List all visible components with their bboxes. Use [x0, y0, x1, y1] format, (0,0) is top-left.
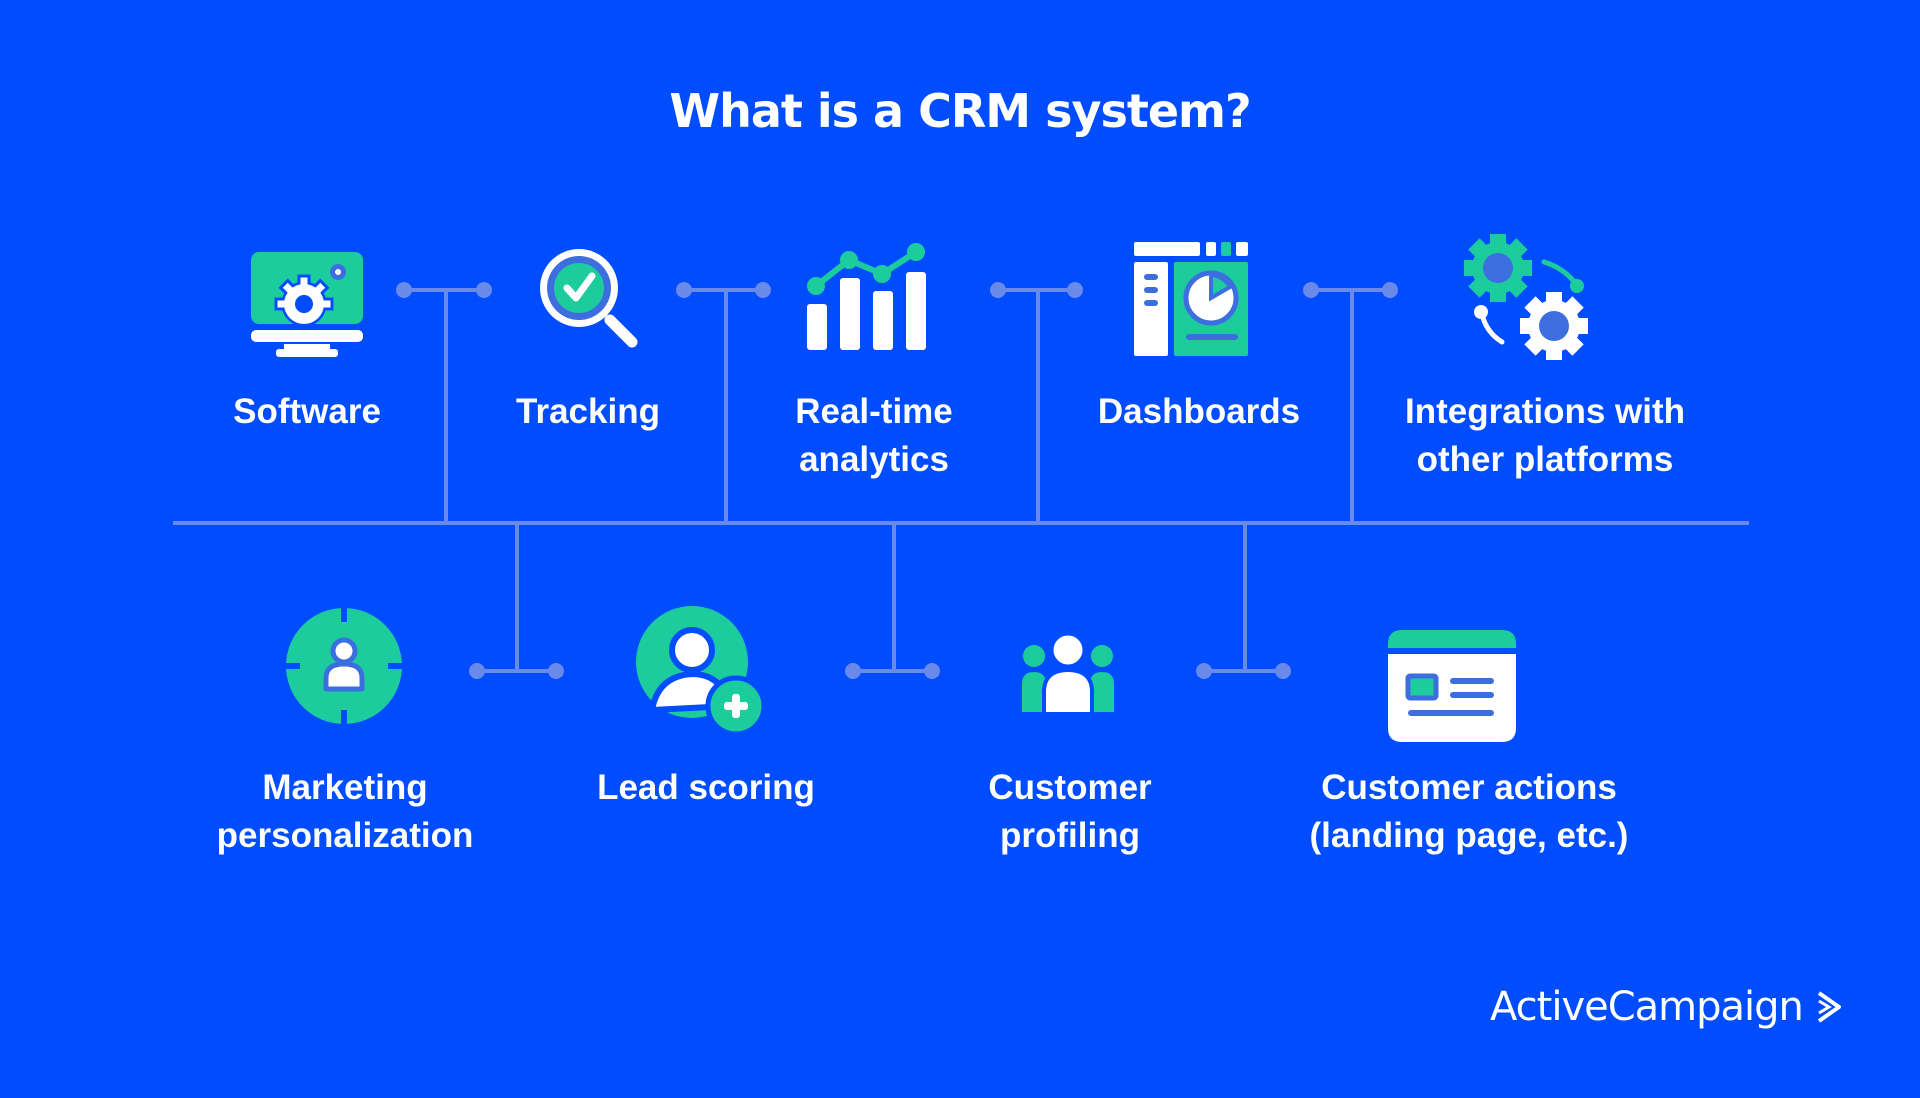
gears-sync-icon [1464, 234, 1588, 360]
connector-top-4 [1303, 282, 1398, 523]
label-dashboards: Dashboards [1097, 392, 1301, 431]
target-person-icon [284, 606, 404, 726]
brand-logo: ActiveCampaign [1490, 984, 1843, 1030]
label-integrations: Integrations with other platforms [1405, 392, 1685, 479]
user-add-icon [636, 606, 766, 736]
connector-top-1 [396, 282, 492, 523]
label-tracking: Tracking [516, 392, 660, 431]
connector-bottom-2 [845, 523, 940, 679]
connector-bottom-1 [469, 523, 564, 679]
brand-name: ActiveCampaign [1490, 984, 1804, 1030]
connector-top-2 [676, 282, 771, 523]
chevron-right-icon [1817, 991, 1841, 1023]
label-customer-actions: Customer actions (landing page, etc.) [1309, 768, 1629, 855]
connector-bottom-3 [1196, 523, 1291, 679]
landing-page-icon [1388, 630, 1516, 742]
magnifier-check-icon [540, 249, 638, 348]
page-title: What is a CRM system? [669, 84, 1251, 138]
label-customer-profiling: Customer profiling [988, 768, 1152, 855]
connector-top-3 [990, 282, 1083, 523]
label-real-time-analytics: Real-time analytics [795, 392, 953, 479]
user-group-icon [1022, 634, 1114, 716]
label-marketing-personalization: Marketing personalization [216, 768, 474, 855]
dashboard-window-icon [1134, 242, 1248, 356]
label-software: Software [233, 392, 381, 431]
label-lead-scoring: Lead scoring [597, 768, 815, 807]
bar-line-chart-icon [807, 243, 926, 350]
monitor-gear-icon [248, 252, 366, 357]
